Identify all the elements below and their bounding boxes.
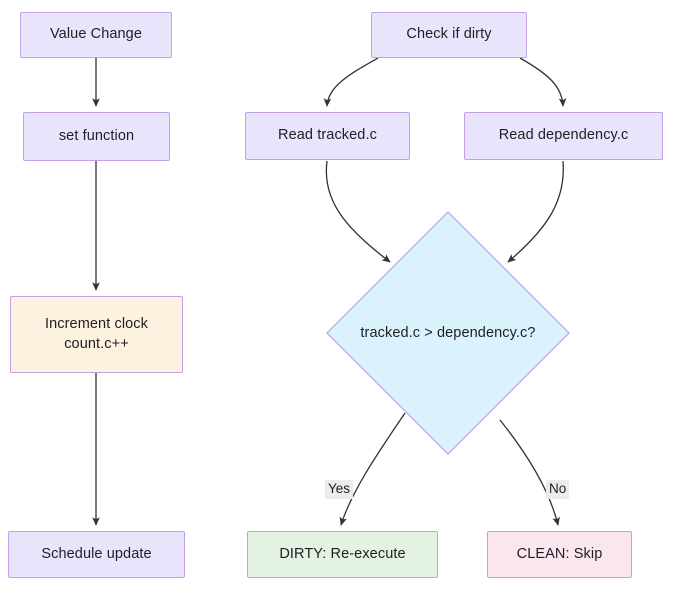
node-set-function[interactable]: set function xyxy=(23,112,170,161)
node-clean-result[interactable]: CLEAN: Skip xyxy=(487,531,632,578)
node-increment-clock-label: Increment clock count.c++ xyxy=(44,316,149,352)
node-dirty-result[interactable]: DIRTY: Re-execute xyxy=(247,531,438,578)
node-compare-decision[interactable]: tracked.c > dependency.c? xyxy=(326,211,570,455)
node-dirty-result-label: DIRTY: Re-execute xyxy=(279,545,406,562)
edge-label-no: No xyxy=(546,480,570,499)
node-compare-decision-label: tracked.c > dependency.c? xyxy=(360,325,536,341)
edge-check-to-read-dependency xyxy=(519,57,567,107)
node-read-tracked-label: Read tracked.c xyxy=(278,127,377,144)
edge-label-yes: Yes xyxy=(325,480,354,499)
node-schedule-update-label: Schedule update xyxy=(41,545,152,562)
node-read-tracked[interactable]: Read tracked.c xyxy=(245,112,410,160)
node-read-dependency[interactable]: Read dependency.c xyxy=(464,112,663,160)
node-schedule-update[interactable]: Schedule update xyxy=(8,531,185,578)
node-value-change[interactable]: Value Change xyxy=(20,12,172,58)
node-value-change-label: Value Change xyxy=(49,26,143,43)
node-set-function-label: set function xyxy=(58,127,135,144)
node-increment-clock[interactable]: Increment clock count.c++ xyxy=(10,296,183,373)
edge-check-to-read-tracked xyxy=(323,57,379,107)
node-check-if-dirty[interactable]: Check if dirty xyxy=(371,12,527,58)
decision-diamond-shape xyxy=(326,211,570,455)
node-clean-result-label: CLEAN: Skip xyxy=(516,545,603,562)
node-check-if-dirty-label: Check if dirty xyxy=(406,26,492,43)
node-read-dependency-label: Read dependency.c xyxy=(498,127,629,144)
